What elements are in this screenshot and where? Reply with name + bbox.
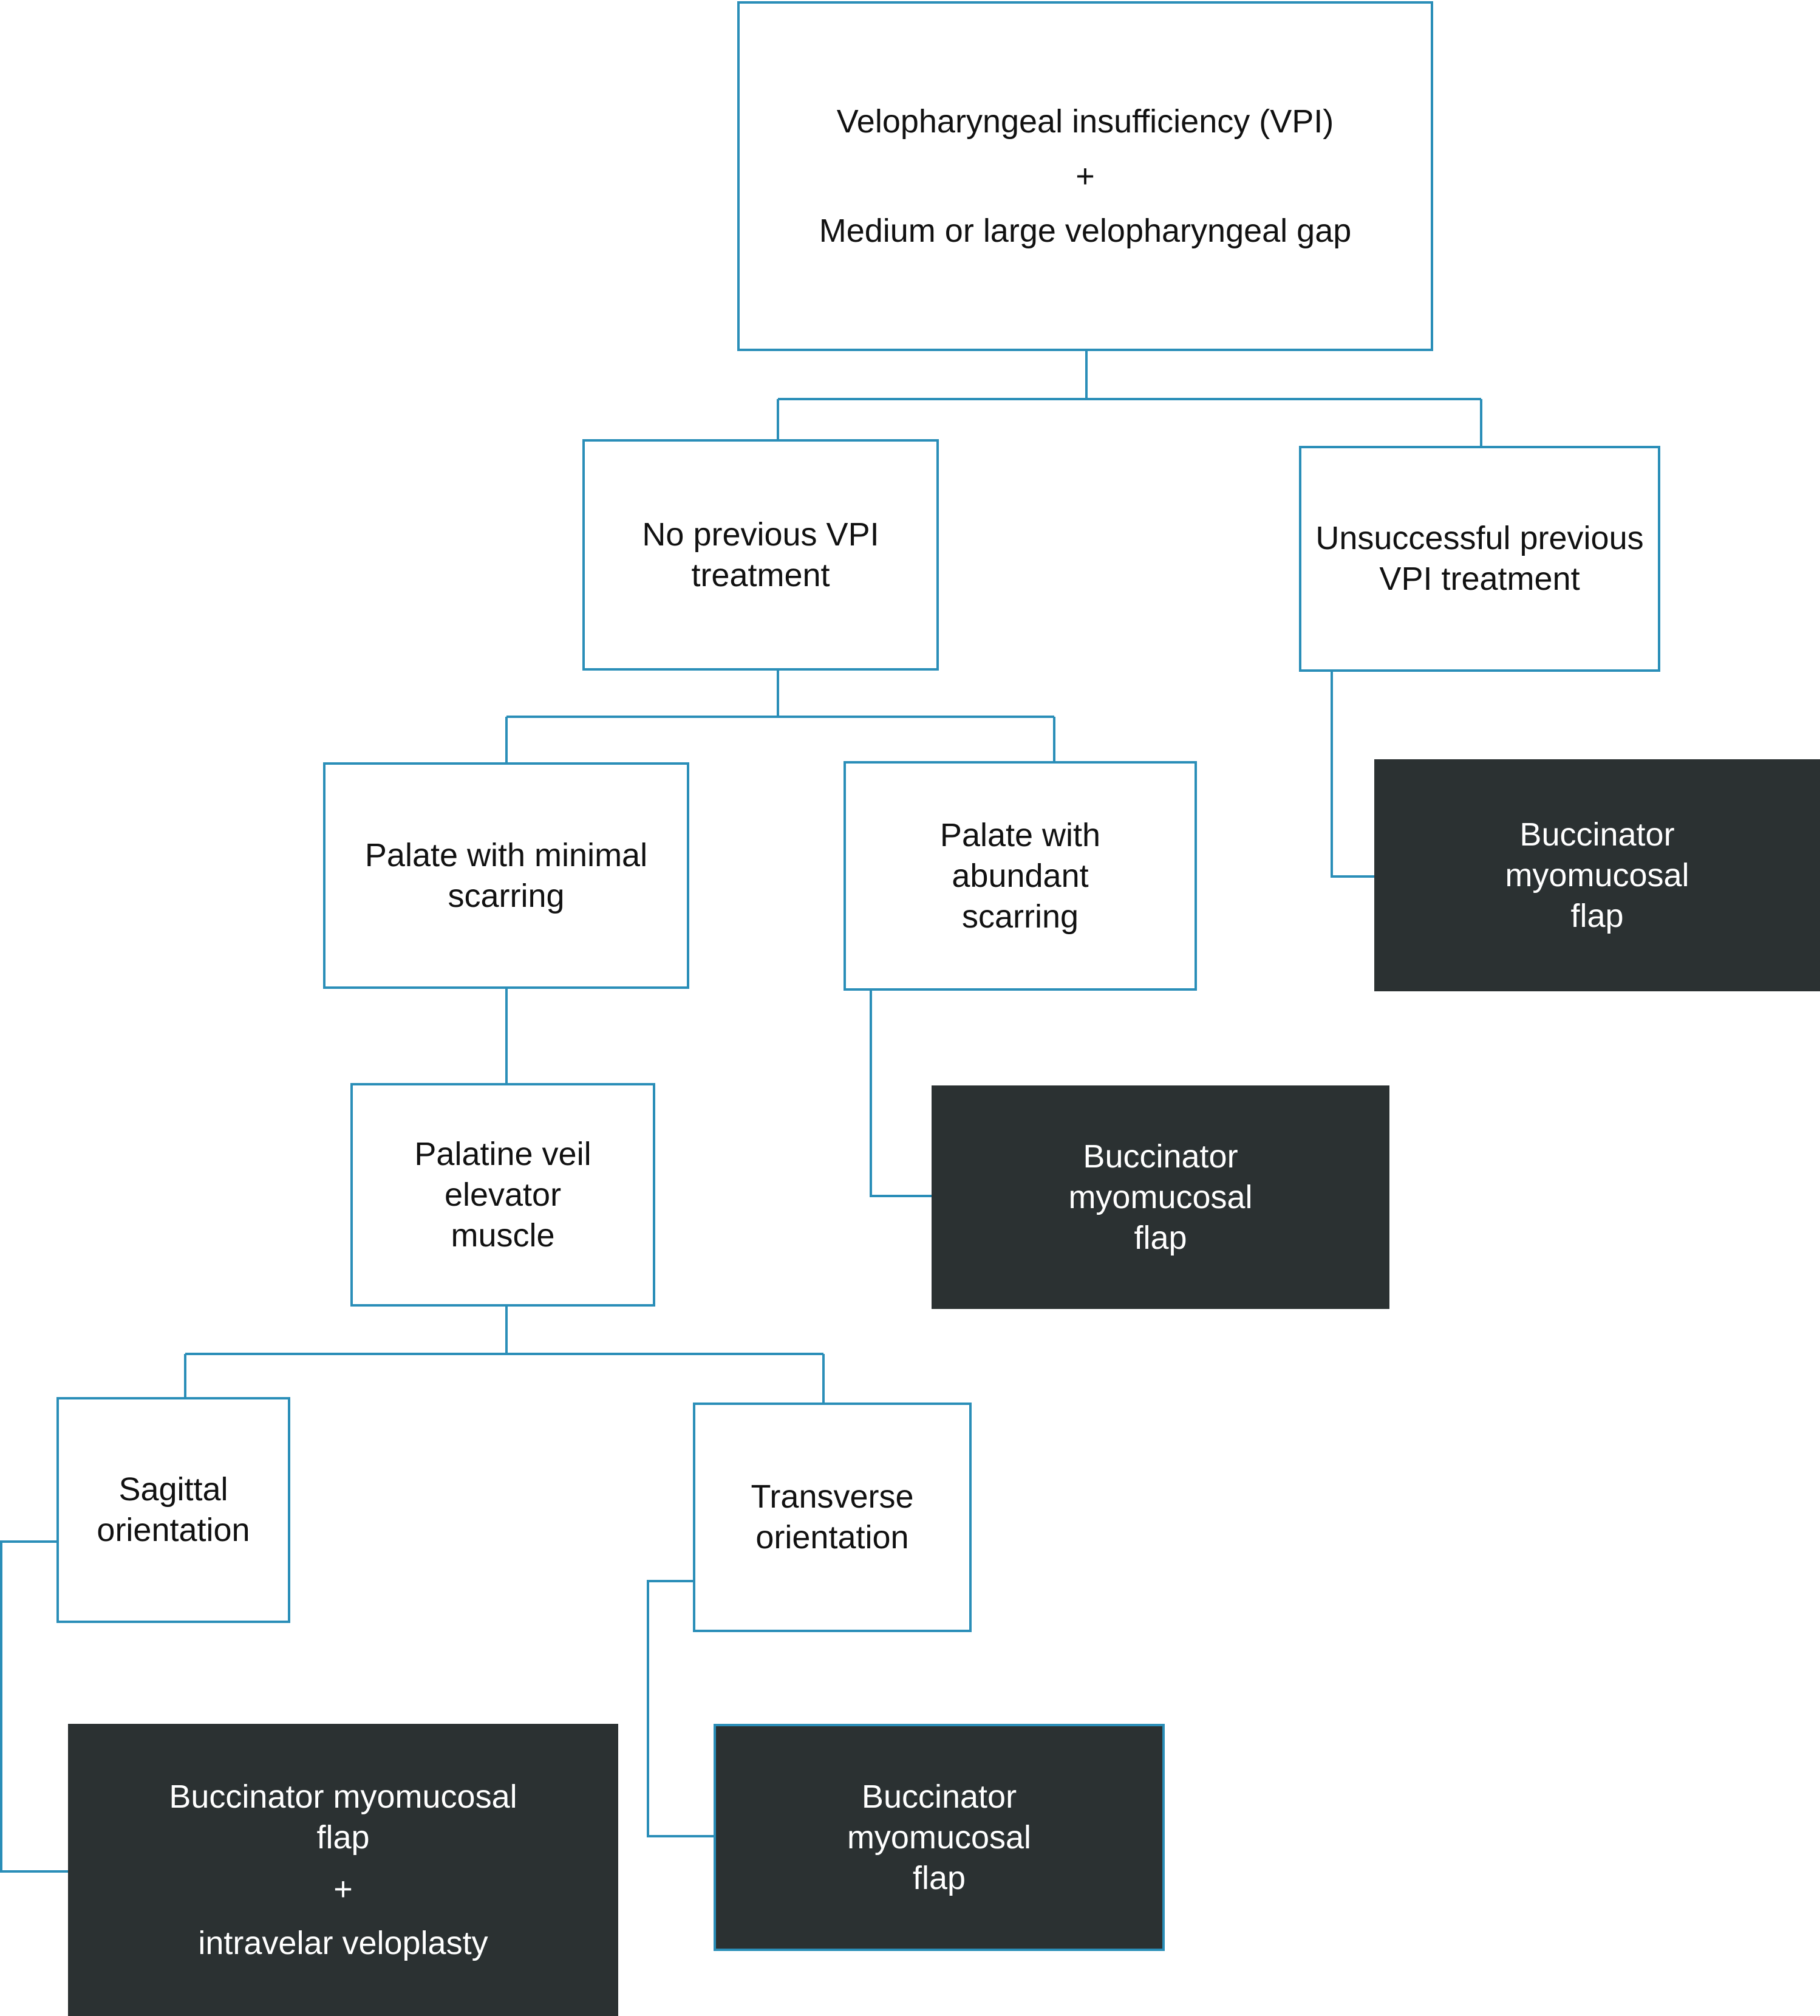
transverse-line-2: orientation <box>755 1519 909 1556</box>
transverse-orientation-box: Transverse orientation <box>693 1403 972 1632</box>
abundant-scarring-line-3: scarring <box>961 898 1079 935</box>
flap-transverse-line-2: myomucosal <box>847 1819 1032 1856</box>
flap-abundant-line-2: myomucosal <box>1068 1178 1253 1215</box>
unsuccessful-line-1: Unsuccessful previous <box>1315 520 1644 556</box>
flap-outcome-unsuccessful: Buccinator myomucosal flap <box>1374 759 1820 991</box>
elevator-line-3: muscle <box>451 1217 555 1254</box>
flap-sagittal-line-1: Buccinator myomucosal <box>169 1778 517 1815</box>
sagittal-line-2: orientation <box>97 1512 250 1548</box>
unsuccessful-line-2: VPI treatment <box>1379 561 1580 597</box>
abundant-scarring-box: Palate with abundant scarring <box>844 761 1197 991</box>
root-condition-label: Velopharyngeal insufficiency (VPI) <box>836 103 1334 140</box>
root-plus-sign: + <box>1075 158 1095 194</box>
root-gap-label: Medium or large velopharyngeal gap <box>819 213 1352 249</box>
flap-sagittal-plus-sign: + <box>333 1870 353 1907</box>
unsuccessful-previous-treatment-box: Unsuccessful previous VPI treatment <box>1299 446 1660 672</box>
minimal-scarring-box: Palate with minimal scarring <box>323 762 689 989</box>
flap-outcome-transverse: Buccinator myomucosal flap <box>714 1724 1165 1951</box>
transverse-line-1: Transverse <box>751 1478 914 1515</box>
abundant-scarring-line-1: Palate with <box>939 816 1101 853</box>
flap-veloplasty-outcome-sagittal: Buccinator myomucosal flap + intravelar … <box>68 1724 618 2016</box>
minimal-scarring-line-2: scarring <box>448 877 565 914</box>
elevator-line-1: Palatine veil <box>414 1135 591 1172</box>
elevator-muscle-box: Palatine veil elevator muscle <box>350 1083 655 1307</box>
flap-sagittal-line-3: intravelar veloplasty <box>198 1924 488 1961</box>
no-previous-line-2: treatment <box>691 556 830 593</box>
connector-abundant-to-flap <box>870 991 932 1197</box>
elevator-line-2: elevator <box>444 1176 562 1213</box>
flap-sagittal-line-2: flap <box>316 1819 370 1856</box>
connector-root-branches <box>777 351 1482 446</box>
no-previous-treatment-box: No previous VPI treatment <box>582 439 939 671</box>
connector-unsuccessful-to-flap <box>1331 672 1374 878</box>
flap-outcome-abundant-scarring: Buccinator myomucosal flap <box>932 1085 1389 1309</box>
flap-transverse-line-3: flap <box>912 1859 966 1896</box>
flap-unsuccessful-line-2: myomucosal <box>1505 856 1689 894</box>
flap-abundant-line-1: Buccinator <box>1083 1138 1238 1175</box>
connector-elevator-branches <box>184 1307 825 1403</box>
vpi-medium-large-gap-box: Velopharyngeal insufficiency (VPI) + Med… <box>737 1 1433 351</box>
connector-noprev-branches <box>505 671 1055 762</box>
sagittal-orientation-box: Sagittal orientation <box>56 1397 290 1623</box>
abundant-scarring-line-2: abundant <box>952 857 1089 894</box>
sagittal-line-1: Sagittal <box>118 1471 228 1508</box>
flap-unsuccessful-line-3: flap <box>1570 897 1624 934</box>
flap-unsuccessful-line-1: Buccinator <box>1519 816 1675 853</box>
flap-transverse-line-1: Buccinator <box>861 1778 1017 1815</box>
no-previous-line-1: No previous VPI <box>642 516 879 553</box>
flap-abundant-line-3: flap <box>1134 1219 1187 1256</box>
minimal-scarring-line-1: Palate with minimal <box>364 836 648 873</box>
